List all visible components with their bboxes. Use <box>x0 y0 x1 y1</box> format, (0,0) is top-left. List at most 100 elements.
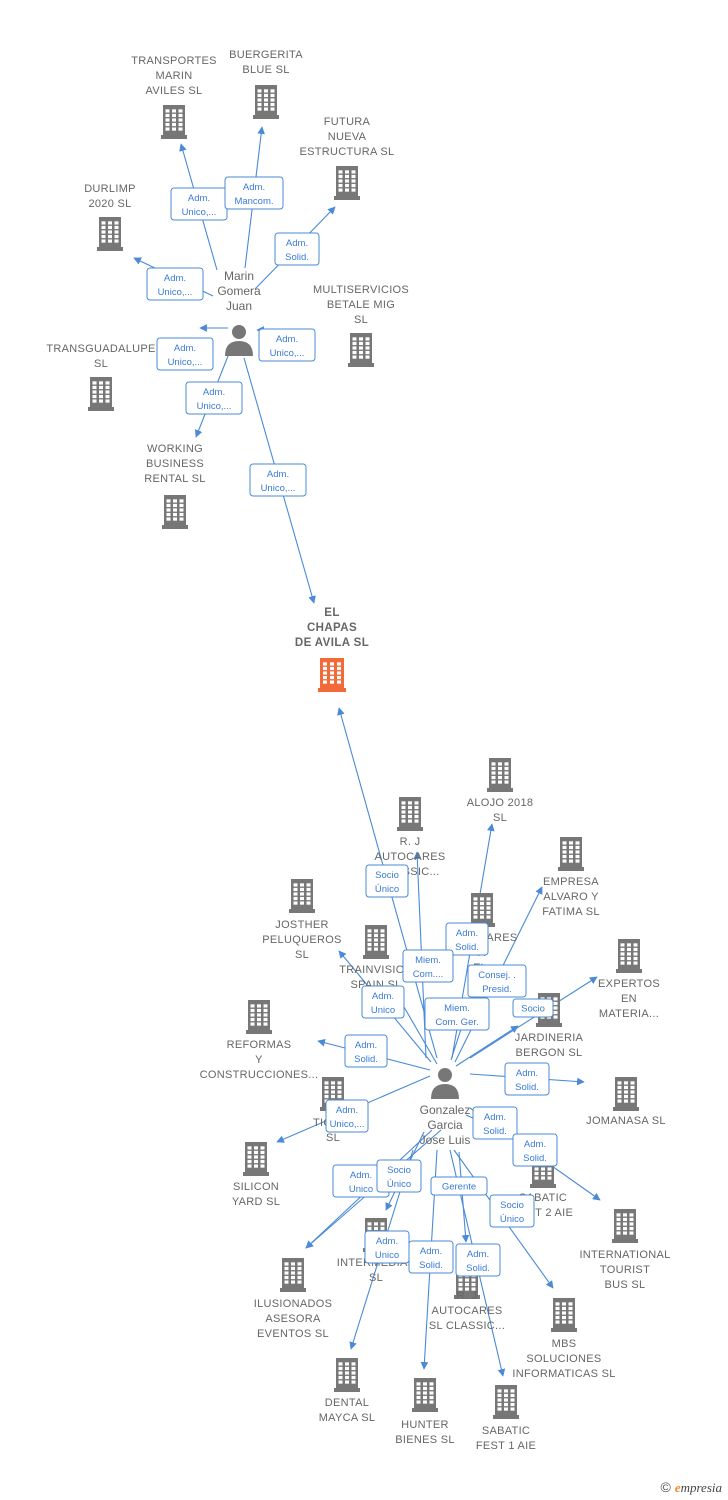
node-label: TRAINVISION <box>339 964 413 976</box>
edge-label-box <box>361 985 405 1019</box>
edge-label-empresa[interactable]: Consej. .Presid. <box>467 964 527 998</box>
node-label: Jose Luis <box>420 1133 471 1147</box>
edge-label-text: Solid. <box>285 252 309 263</box>
edge-label-jardineria[interactable]: Miem.Com. Ger. <box>424 997 490 1031</box>
node-label: SILICON <box>233 1181 279 1193</box>
footer-brand: ©empresia <box>660 1479 722 1496</box>
edge-label-box <box>408 1240 454 1274</box>
node-reformas[interactable]: REFORMASYCONSTRUCCIONES... <box>200 1000 319 1081</box>
node-label: EN <box>621 993 637 1005</box>
edge-label-box <box>430 1176 488 1196</box>
edge-label-trainvision[interactable]: Adm.Unico <box>361 985 405 1019</box>
edge-label-elchapas[interactable]: Adm.Unico,... <box>249 463 307 497</box>
node-rj1[interactable]: R. JAUTOCARESCLASSIC... <box>375 797 446 878</box>
edge-label-jomanasa[interactable]: Adm.Solid. <box>504 1062 550 1096</box>
node-label: JOMANASA SL <box>586 1115 666 1127</box>
edge-label-text: Com.... <box>413 969 444 980</box>
edge-label-text: Socio <box>521 1004 545 1015</box>
node-label: TOURIST <box>600 1264 650 1276</box>
edge-label-durlimp[interactable]: Adm. Unico,... <box>146 267 204 301</box>
node-label: EL <box>324 607 340 619</box>
edge-label-reformas[interactable]: Adm.Solid. <box>344 1034 388 1068</box>
edge-label-expertos[interactable]: Socio <box>512 998 554 1018</box>
building-icon <box>412 1378 438 1412</box>
building-icon <box>363 925 389 959</box>
edge-label-text: Adm. <box>188 193 210 204</box>
edge-label-josther[interactable]: Miem.Com.... <box>402 949 454 983</box>
node-label: Juan <box>226 299 252 313</box>
building-icon <box>280 1258 306 1292</box>
edge-label-box <box>402 949 454 983</box>
edge-label-text: Unico,... <box>158 287 193 298</box>
building-icon <box>612 1209 638 1243</box>
edge-label-text: Adm. <box>336 1105 358 1116</box>
edge-label-buergerita[interactable]: Adm.Mancom. <box>224 176 284 210</box>
edge-label-box <box>156 337 214 371</box>
node-label: WORKING <box>147 443 203 455</box>
edge-label-tic[interactable]: Adm.Unico,... <box>325 1099 369 1133</box>
node-label: BIENES SL <box>395 1434 455 1446</box>
node-label: BERGON SL <box>516 1047 583 1059</box>
edge-label-international[interactable]: Adm.Solid. <box>512 1133 558 1167</box>
node-label: BETALE MIG <box>327 299 395 311</box>
node-label: MULTISERVICIOS <box>313 284 409 296</box>
edge-label-text: Socio <box>500 1200 524 1211</box>
node-jomanasa[interactable]: JOMANASA SL <box>586 1077 666 1127</box>
node-expertos[interactable]: EXPERTOSENMATERIA... <box>598 939 660 1020</box>
edge-label-sabatic2[interactable]: Adm.Solid. <box>472 1106 518 1140</box>
edge-label-hunter[interactable]: Adm.Solid. <box>408 1240 454 1274</box>
node-label: BUS SL <box>605 1279 646 1291</box>
node-label: Marin <box>224 269 254 283</box>
node-label: SL CLASSIC... <box>429 1320 505 1332</box>
node-label: TRANSGUADALUPE <box>46 343 155 355</box>
edge-label-text: Gerente <box>442 1182 476 1193</box>
building-icon <box>318 658 346 692</box>
edge-label-multiservicios[interactable]: Adm.Unico,... <box>258 328 316 362</box>
edge-label-box <box>376 1159 422 1193</box>
edge-label-futura[interactable]: Adm.Solid. <box>274 232 320 266</box>
edge-label-transportes[interactable]: Adm.Unico,... <box>170 187 228 221</box>
node-label: Y <box>255 1054 263 1066</box>
edge-label-rj2[interactable]: Gerente <box>430 1176 488 1196</box>
edge-label-dental[interactable]: Adm.Unico <box>364 1230 410 1264</box>
edge-label-alojo[interactable]: Adm.Solid. <box>445 922 489 956</box>
edge-label-text: Adm. <box>164 273 186 284</box>
edge-label-text: Unico,... <box>197 401 232 412</box>
node-label: JARDINERIA <box>515 1032 584 1044</box>
node-label: ILUSIONADOS <box>254 1298 333 1310</box>
edge-label-sabatic1[interactable]: Adm.Solid. <box>455 1243 501 1277</box>
edge-label-working[interactable]: Adm.Unico,... <box>185 381 243 415</box>
building-icon <box>289 879 315 913</box>
brand-name: mpresia <box>680 1480 722 1495</box>
edge-label-box <box>489 1194 535 1228</box>
edge-label-transguadalupe[interactable]: Adm.Unico,... <box>156 337 214 371</box>
edge-label-box <box>249 463 307 497</box>
node-label: REFORMAS <box>227 1039 292 1051</box>
edge-labels-layer: Adm.Unico,...Adm.Mancom.Adm.Solid.Adm.Un… <box>146 176 558 1277</box>
